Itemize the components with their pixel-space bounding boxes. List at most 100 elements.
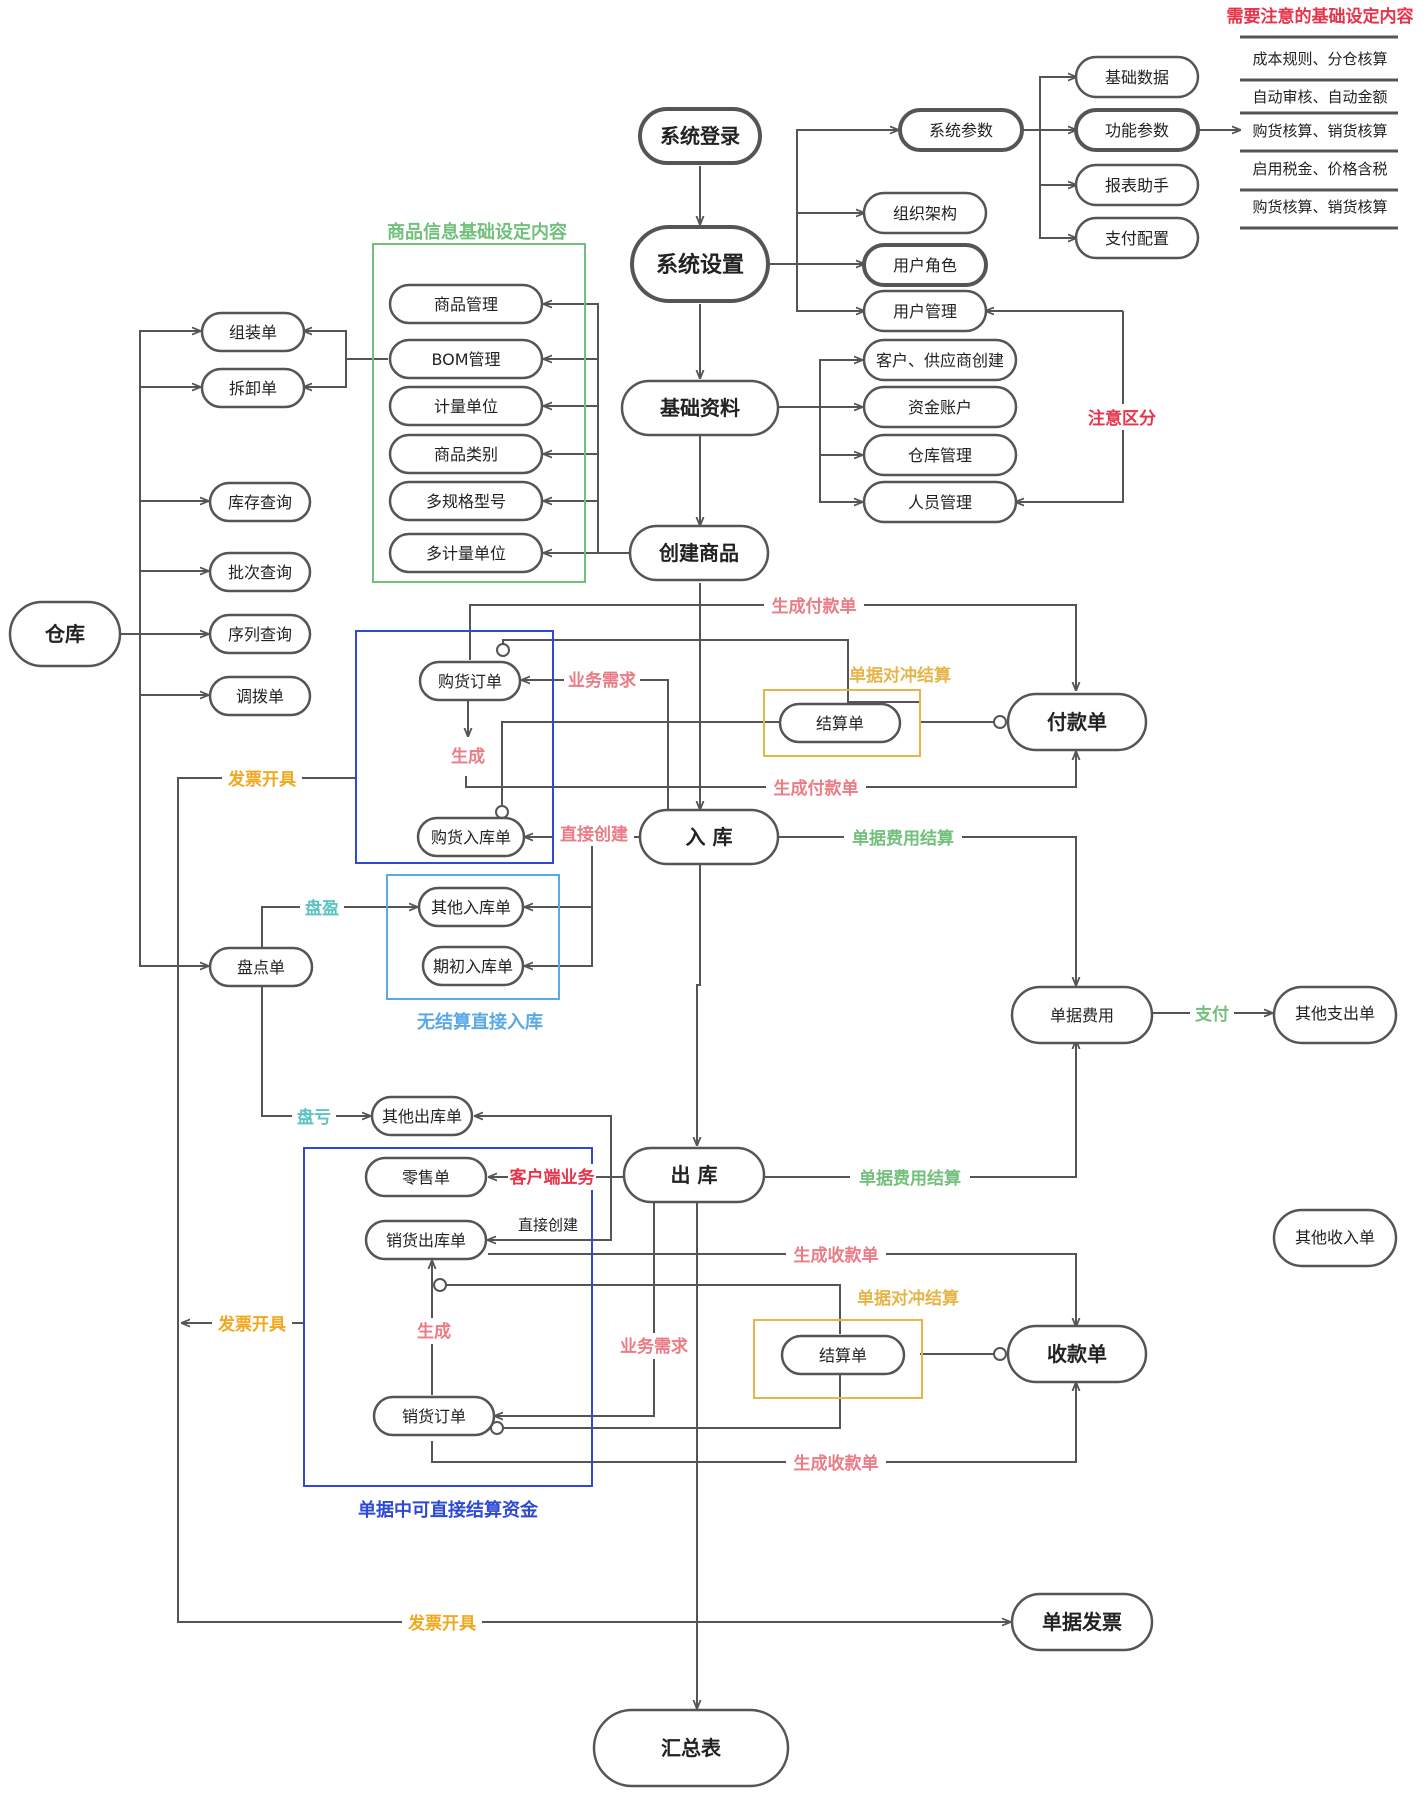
svg-text:创建商品: 创建商品 [658,541,739,565]
node-stock-query[interactable]: 库存查询 [208,481,312,523]
label-gen-receipt-bottom: 生成收款单 [794,1453,879,1474]
node-settings[interactable]: 系统设置 [630,225,770,303]
node-user-role[interactable]: 用户角色 [862,243,988,287]
svg-text:多规格型号: 多规格型号 [426,492,506,511]
svg-text:基础资料: 基础资料 [660,396,740,420]
node-batch-query[interactable]: 批次查询 [208,551,312,593]
node-other-expense[interactable]: 其他支出单 [1272,985,1398,1045]
node-doc-fee[interactable]: 单据费用 [1010,985,1154,1045]
node-receipt[interactable]: 收款单 [1006,1324,1148,1384]
note-item: 成本规则、分仓核算 [1252,50,1387,68]
node-staff-mgmt[interactable]: 人员管理 [862,480,1018,524]
label-generate-sales: 生成 [417,1321,451,1342]
svg-text:其他支出单: 其他支出单 [1295,1004,1375,1023]
svg-text:组装单: 组装单 [229,323,277,342]
node-serial-query[interactable]: 序列查询 [208,613,312,655]
node-multi-unit[interactable]: 多计量单位 [388,532,544,574]
label-customer-biz: 客户端业务 [509,1167,596,1188]
label-invoice-left-top: 发票开具 [227,769,296,790]
label-offset-sales: 单据对冲结算 [857,1288,959,1309]
node-settle-sales[interactable]: 结算单 [780,1334,906,1376]
label-invoice-left-mid: 发票开具 [217,1314,286,1335]
svg-text:入 库: 入 库 [686,825,733,849]
svg-text:用户管理: 用户管理 [893,302,957,321]
node-warehouse-mgmt[interactable]: 仓库管理 [862,433,1018,477]
node-inbound[interactable]: 入 库 [638,808,780,866]
note-item: 购货核算、销货核算 [1252,122,1387,140]
node-payment[interactable]: 付款单 [1006,692,1148,752]
svg-text:出 库: 出 库 [671,1163,718,1187]
label-generate-purchase: 生成 [451,746,485,767]
node-doc-invoice[interactable]: 单据发票 [1010,1592,1154,1652]
svg-text:购货入库单: 购货入库单 [431,828,511,847]
svg-text:销货订单: 销货订单 [402,1407,466,1426]
node-base-data[interactable]: 基础数据 [1074,55,1200,99]
node-unit[interactable]: 计量单位 [388,385,544,427]
svg-text:期初入库单: 期初入库单 [433,957,513,976]
node-settle-purchase[interactable]: 结算单 [778,702,902,744]
node-goods-mgmt[interactable]: 商品管理 [388,283,544,325]
notes-panel: 需要注意的基础设定内容 成本规则、分仓核算 自动审核、自动金额 购货核算、销货核… [1227,6,1414,230]
label-fee-settle-in: 单据费用结算 [852,828,954,849]
node-org[interactable]: 组织架构 [862,191,988,235]
node-other-out[interactable]: 其他出库单 [370,1095,474,1137]
node-sales-out[interactable]: 销货出库单 [364,1219,488,1261]
note-item: 购货核算、销货核算 [1252,198,1387,216]
node-stocktake[interactable]: 盘点单 [208,946,314,988]
svg-text:用户角色: 用户角色 [893,256,957,275]
node-sys-params[interactable]: 系统参数 [898,108,1024,152]
label-direct-create-in: 直接创建 [560,824,628,845]
svg-text:序列查询: 序列查询 [228,625,292,644]
svg-text:购货订单: 购货订单 [438,672,502,691]
node-opening-in[interactable]: 期初入库单 [421,945,525,987]
svg-text:其他出库单: 其他出库单 [382,1107,462,1126]
purchase-direct-frame [355,630,554,864]
note-item: 自动审核、自动金额 [1252,88,1387,106]
node-other-in[interactable]: 其他入库单 [417,886,525,928]
svg-text:基础数据: 基础数据 [1105,68,1169,87]
node-disassembly[interactable]: 拆卸单 [200,367,306,409]
node-create-goods[interactable]: 创建商品 [628,524,770,582]
node-summary[interactable]: 汇总表 [592,1708,790,1788]
label-loss: 盘亏 [297,1107,331,1128]
node-transfer[interactable]: 调拨单 [208,675,312,717]
node-fund-account[interactable]: 资金账户 [862,385,1018,429]
svg-text:其他入库单: 其他入库单 [431,898,511,917]
node-user-mgmt[interactable]: 用户管理 [862,289,988,333]
node-purchase-in[interactable]: 购货入库单 [416,816,526,858]
svg-text:付款单: 付款单 [1047,710,1107,734]
node-login[interactable]: 系统登录 [638,107,762,165]
node-assembly[interactable]: 组装单 [200,311,306,353]
node-category[interactable]: 商品类别 [388,433,544,475]
svg-text:零售单: 零售单 [402,1168,450,1187]
node-purchase-order[interactable]: 购货订单 [418,660,522,702]
node-customer-supplier[interactable]: 客户、供应商创建 [862,338,1018,382]
flow-labels: 商品信息基础设定内容 无结算直接入库 单据中可直接结算资金 注意区分 生成付款单… [212,221,1234,1636]
label-direct-create-out: 直接创建 [518,1216,578,1234]
node-warehouse[interactable]: 仓库 [8,600,122,668]
node-outbound[interactable]: 出 库 [622,1146,766,1204]
svg-text:库存查询: 库存查询 [228,493,292,512]
svg-text:收款单: 收款单 [1047,1342,1107,1366]
label-biz-demand-sales: 业务需求 [620,1336,688,1357]
node-bom-mgmt[interactable]: BOM管理 [388,338,544,380]
svg-text:结算单: 结算单 [816,714,864,733]
svg-text:报表助手: 报表助手 [1105,176,1169,195]
svg-text:销货出库单: 销货出库单 [386,1231,466,1250]
svg-text:拆卸单: 拆卸单 [229,379,277,398]
node-multi-spec[interactable]: 多规格型号 [388,480,544,522]
node-func-params[interactable]: 功能参数 [1074,108,1200,152]
svg-text:资金账户: 资金账户 [908,398,972,417]
node-report-helper[interactable]: 报表助手 [1074,163,1200,207]
node-basic[interactable]: 基础资料 [620,379,780,437]
svg-text:多计量单位: 多计量单位 [426,544,506,563]
notes-title: 需要注意的基础设定内容 [1227,6,1414,27]
node-pay-config[interactable]: 支付配置 [1074,216,1200,260]
node-other-income[interactable]: 其他收入单 [1272,1208,1398,1268]
node-retail[interactable]: 零售单 [364,1156,488,1198]
svg-text:单据费用: 单据费用 [1050,1006,1114,1025]
node-sales-order[interactable]: 销货订单 [372,1395,496,1437]
svg-text:BOM管理: BOM管理 [431,350,500,369]
svg-text:支付配置: 支付配置 [1105,229,1169,248]
